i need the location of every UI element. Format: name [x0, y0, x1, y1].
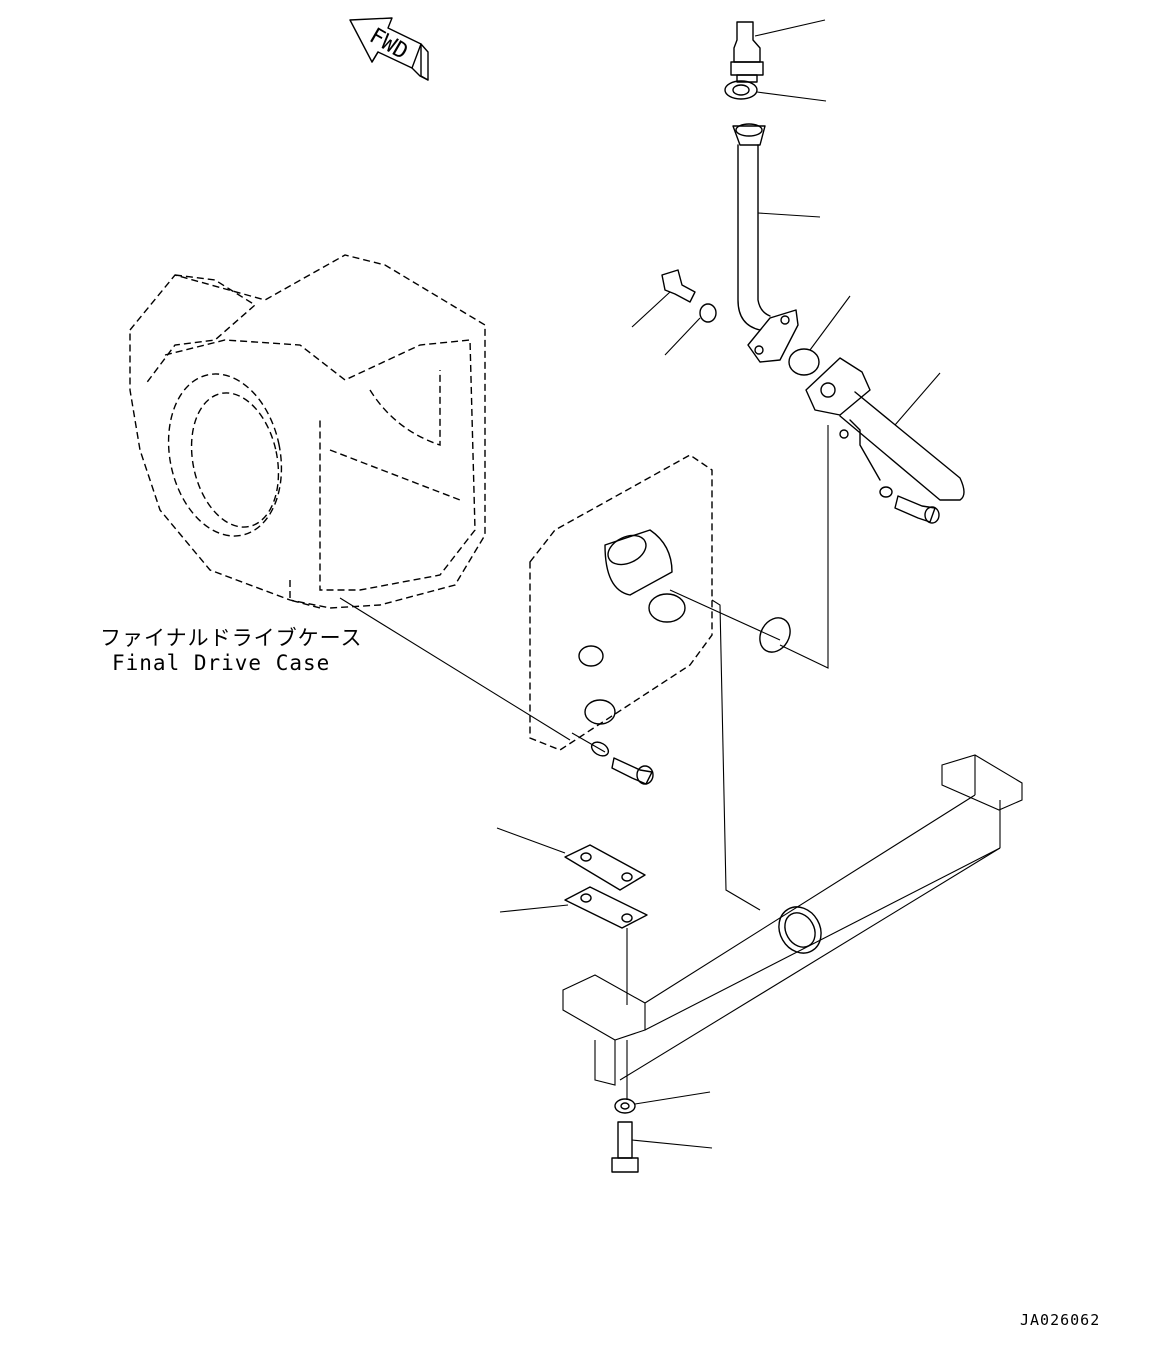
case-label: ファイナルドライブケース Final Drive Case [100, 626, 363, 675]
support-beam [562, 754, 1023, 1100]
tube-bolt [631, 269, 717, 356]
bottom-bolt [611, 1091, 713, 1173]
case-label-en: Final Drive Case [112, 651, 330, 675]
fwd-arrow-icon: FWD [349, 17, 429, 81]
o-ring [788, 295, 851, 376]
case-label-jp: ファイナルドライブケース [100, 626, 363, 650]
cover-plate [529, 425, 829, 911]
final-drive-case [129, 254, 571, 741]
top-fitting [724, 19, 827, 102]
flange-pipe [805, 357, 965, 524]
drawing-code: JA026062 [1020, 1311, 1100, 1329]
shim-plates [496, 827, 648, 1005]
tube-assembly [732, 123, 821, 363]
cover-bolt [571, 732, 654, 785]
